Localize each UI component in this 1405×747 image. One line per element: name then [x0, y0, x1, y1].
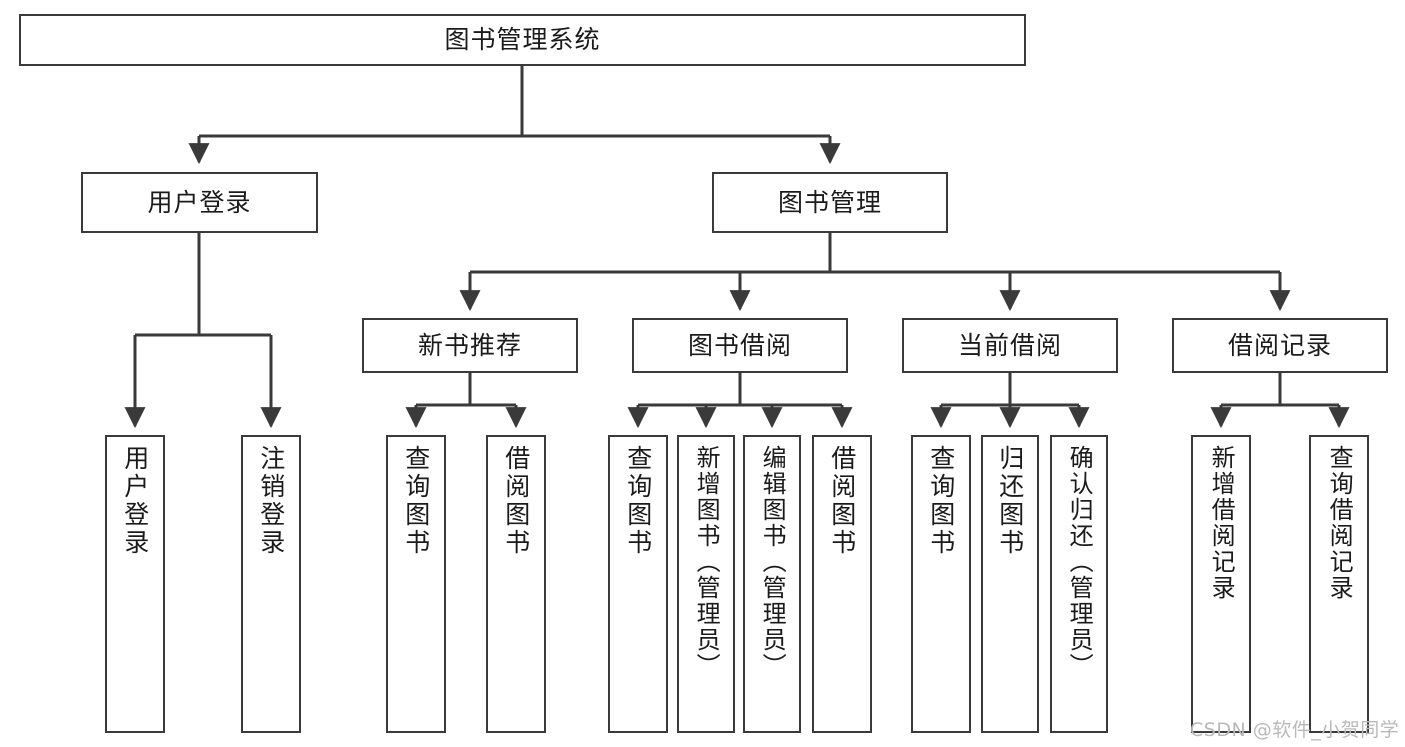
node-label: 查询图书: [401, 445, 431, 557]
node-label: 查询图书: [623, 445, 653, 557]
node-label: 确认归还（管理员）: [1065, 445, 1094, 679]
leaf-return-book[interactable]: 归还图书: [981, 435, 1039, 733]
leaf-add-book-admin[interactable]: 新增图书（管理员）: [677, 435, 735, 733]
leaf-query-borrow-record[interactable]: 查询借阅记录: [1309, 435, 1369, 733]
node-label: 新增借阅记录: [1207, 445, 1236, 601]
leaf-borrow-book[interactable]: 借阅图书: [812, 435, 872, 733]
node-label: 借阅图书: [501, 445, 531, 557]
node-label: 归还图书: [995, 445, 1025, 557]
node-label: 编辑图书（管理员）: [758, 445, 787, 679]
node-book-borrow[interactable]: 图书借阅: [632, 318, 848, 373]
leaf-logout[interactable]: 注销登录: [241, 435, 301, 733]
node-label: 用户登录: [120, 445, 150, 557]
leaf-query-book-borrow[interactable]: 查询图书: [608, 435, 668, 733]
leaf-query-book-recommend[interactable]: 查询图书: [386, 435, 446, 733]
node-book-management[interactable]: 图书管理: [712, 172, 948, 233]
leaf-add-borrow-record[interactable]: 新增借阅记录: [1191, 435, 1251, 733]
leaf-confirm-return-admin[interactable]: 确认归还（管理员）: [1050, 435, 1108, 733]
node-label: 新增图书（管理员）: [692, 445, 721, 679]
node-new-book-recommend[interactable]: 新书推荐: [362, 318, 578, 373]
node-label: 查询借阅记录: [1325, 445, 1354, 601]
node-root-system[interactable]: 图书管理系统: [19, 14, 1026, 66]
node-label: 新书推荐: [417, 330, 522, 360]
node-label: 查询图书: [926, 445, 956, 557]
node-label: 图书借阅: [687, 330, 792, 360]
node-borrow-record[interactable]: 借阅记录: [1172, 318, 1388, 373]
node-label: 借阅记录: [1227, 330, 1332, 360]
node-label: 图书管理系统: [444, 25, 601, 54]
leaf-user-login[interactable]: 用户登录: [105, 435, 165, 733]
leaf-query-book-current[interactable]: 查询图书: [911, 435, 971, 733]
node-user-login[interactable]: 用户登录: [81, 172, 318, 233]
node-label: 用户登录: [147, 187, 252, 217]
watermark-text: CSDN @软件_小贺同学: [1190, 719, 1400, 741]
node-label: 当前借阅: [957, 330, 1062, 360]
node-label: 注销登录: [256, 445, 286, 557]
leaf-edit-book-admin[interactable]: 编辑图书（管理员）: [743, 435, 801, 733]
leaf-borrow-book-recommend[interactable]: 借阅图书: [486, 435, 546, 733]
node-current-borrow[interactable]: 当前借阅: [902, 318, 1118, 373]
node-label: 图书管理: [777, 187, 882, 217]
node-label: 借阅图书: [827, 445, 857, 557]
